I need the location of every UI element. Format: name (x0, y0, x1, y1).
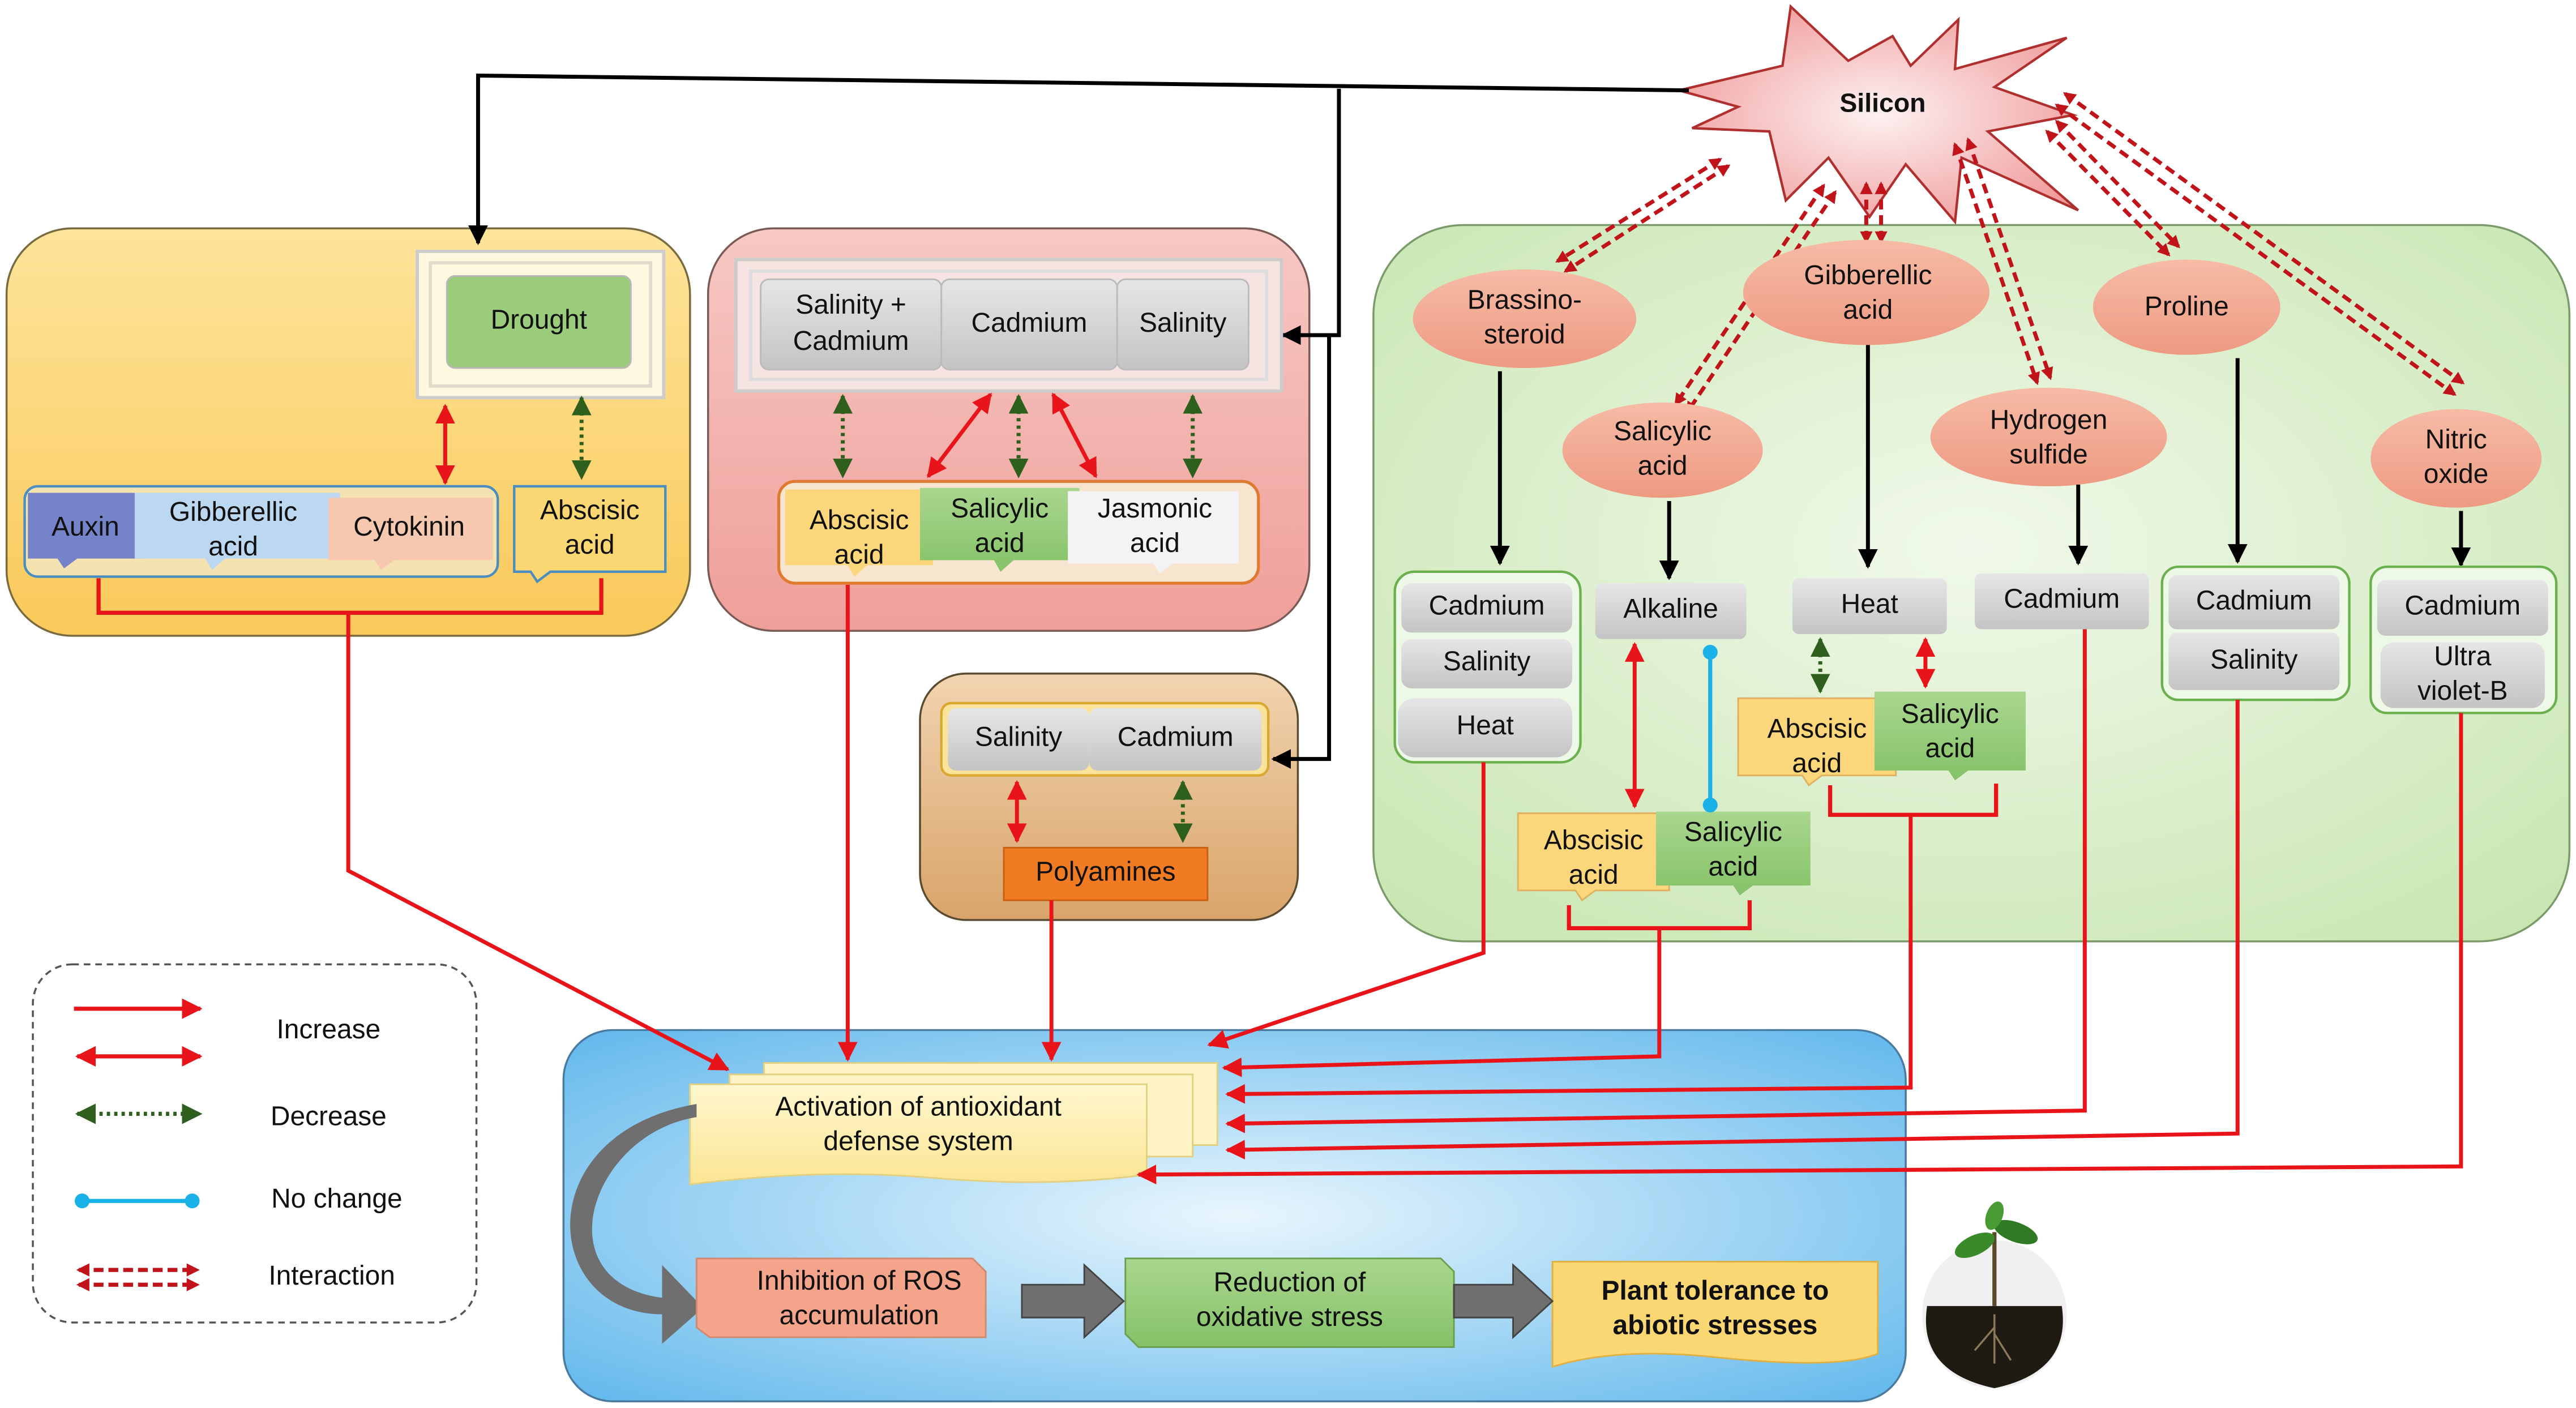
drought-aba-label: Abscisic acid (540, 495, 640, 560)
heat-hormone-group (1737, 691, 2026, 787)
inhibition-label: Inhibition of ROS accumulation (756, 1266, 962, 1331)
outcome-increase-flows (346, 585, 2463, 1185)
proline-ellipse (2093, 259, 2280, 355)
salinity-arrows (833, 392, 1203, 479)
alkaline-sa-label: Salicylic acid (1684, 817, 1782, 883)
cytokinin-label: Cytokinin (353, 513, 465, 543)
alkaline-hormone-group (1517, 811, 1811, 902)
salicylic-signal-label: Salicylic acid (1614, 416, 1712, 482)
hydrogen-sulfide-label: Hydrogen sulfide (1989, 405, 2108, 470)
auxin-tag-shape (28, 493, 143, 569)
silicon-label: Silicon (1839, 89, 1926, 118)
alkaline-shape (1595, 583, 1747, 639)
heat-label: Heat (1841, 590, 1898, 620)
h2s-cadmium-shape (1974, 573, 2149, 630)
salicylic-ellipse (1562, 402, 1763, 498)
drought-aba-tag-shape (513, 485, 667, 584)
no-cadmium-shape (2377, 580, 2548, 636)
salinity-sa-tag-shape (920, 487, 1080, 572)
polyamine-salinity-shape (948, 708, 1089, 771)
proline-salinity-label: Salinity (2210, 645, 2298, 675)
heat-sa-label: Salicylic acid (1901, 699, 1999, 764)
flow-arrow-1 (1021, 1263, 1125, 1339)
cytokinin-tag-shape (328, 498, 493, 570)
salinity-panel-salinity-label: Salinity (1139, 308, 1227, 339)
reduction-label: Reduction of oxidative stress (1196, 1267, 1383, 1333)
gibberellic-ellipse (1743, 239, 1990, 345)
salinity-panel-cadmium-label: Cadmium (971, 308, 1088, 339)
proline-label: Proline (2144, 293, 2229, 323)
silicon-routing-lines (468, 73, 1689, 769)
brassino-salinity-label: Salinity (1443, 648, 1531, 678)
legend-interaction-label: Interaction (268, 1262, 395, 1292)
legend-interaction-arrow (76, 1263, 200, 1291)
drought-gibberellic-label: Gibberellic acid (169, 497, 298, 562)
reduction-shape (1124, 1257, 1455, 1348)
legend-no-change-label: No change (271, 1185, 403, 1215)
silicon-star (1679, 4, 2079, 225)
activation-stack (689, 1062, 1218, 1186)
drought-frame (416, 250, 666, 400)
legend-decrease-label: Decrease (270, 1102, 387, 1133)
salinity-sa-label: Salicylic acid (951, 494, 1049, 559)
salinity-aba-tag-shape (785, 489, 934, 577)
nitric-oxide-ellipse (2370, 409, 2542, 508)
heat-bracket (1828, 784, 1999, 817)
curved-flow-arrow (570, 1104, 703, 1344)
polyamines-scroll (1003, 846, 1209, 901)
salinity-frame (734, 258, 1283, 393)
tolerance-shape (1551, 1261, 1879, 1368)
brassino-heat-label: Heat (1456, 712, 1514, 742)
tolerance-label: Plant tolerance to abiotic stresses (1601, 1276, 1829, 1341)
legend-increase-label: Increase (276, 1016, 381, 1046)
inhibition-shape (695, 1257, 987, 1338)
plant-seedling-icon (1922, 1201, 2067, 1389)
alkaline-no-change (1702, 644, 1718, 812)
salinity-aba-label: Abscisic acid (809, 505, 909, 570)
no-uvb-shape (2380, 642, 2545, 708)
hydrogen-sulfide-ellipse (1930, 387, 2167, 486)
no-uvb-label: Ultra violet-B (2417, 641, 2508, 707)
no-cadmium-label: Cadmium (2404, 592, 2521, 622)
proline-salinity-shape (2168, 632, 2340, 690)
heat-shape (1792, 578, 1947, 635)
polyamines-label: Polyamines (1035, 858, 1176, 888)
alkaline-aba-label: Abscisic acid (1543, 825, 1644, 891)
brassino-cadmium-shape (1401, 583, 1573, 633)
heat-aba-label: Abscisic acid (1767, 714, 1867, 779)
drought-label: Drought (490, 306, 587, 336)
activation-label: Activation of antioxidant defense system (775, 1092, 1062, 1157)
gibberellic-tag-shape (134, 493, 340, 570)
legend-no-change-dot-right (185, 1193, 200, 1209)
nitric-oxide-label: Nitric oxide (2423, 425, 2489, 490)
jasmonic-tag-shape (1068, 491, 1239, 574)
flow-arrow-2 (1453, 1263, 1554, 1339)
brassinosteroid-ellipse (1413, 269, 1637, 369)
brassino-heat-shape (1398, 698, 1573, 758)
salinity-cadmium-label: Salinity + Cadmium (793, 290, 909, 356)
signal-to-stress-arrows (1490, 345, 2471, 580)
drought-bracket (96, 578, 604, 615)
brassino-salinity-shape (1401, 639, 1573, 688)
brassino-cadmium-label: Cadmium (1428, 592, 1545, 622)
polyamine-cadmium-label: Cadmium (1117, 723, 1234, 753)
proline-cadmium-label: Cadmium (2196, 586, 2312, 616)
alkaline-label: Alkaline (1623, 595, 1718, 625)
legend-no-change-dot-left (75, 1193, 90, 1209)
h2s-cadmium-label: Cadmium (2004, 585, 2120, 615)
brassinosteroid-label: Brassino- steroid (1467, 285, 1582, 350)
polyamine-salinity-label: Salinity (974, 723, 1063, 753)
polyamine-cadmium-shape (1089, 708, 1262, 771)
jasmonic-label: Jasmonic acid (1097, 494, 1213, 559)
proline-cadmium-shape (2168, 575, 2340, 630)
gibberellic-signal-label: Gibberellic acid (1804, 260, 1932, 326)
auxin-label: Auxin (51, 513, 119, 543)
